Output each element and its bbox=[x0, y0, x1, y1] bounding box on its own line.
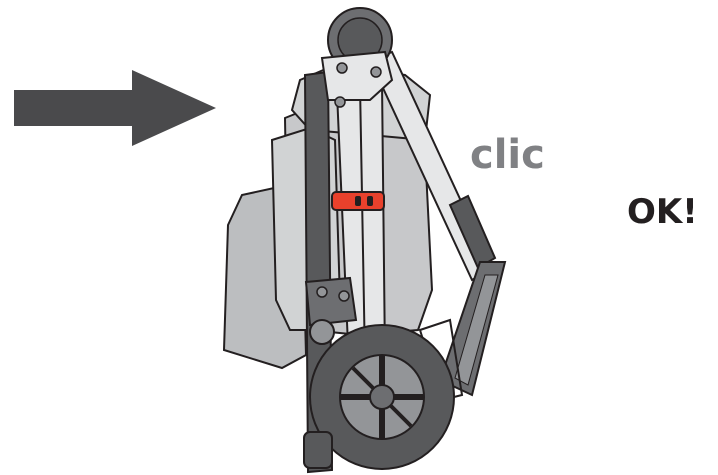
clic-label: clic bbox=[470, 132, 545, 178]
ok-label: OK! bbox=[627, 192, 698, 232]
lower-hinge bbox=[306, 278, 356, 325]
direction-arrow-icon bbox=[14, 70, 216, 146]
frame-leg-mid bbox=[360, 82, 385, 362]
lock-clip-icon bbox=[332, 192, 384, 210]
folded-stroller-illustration bbox=[210, 0, 520, 475]
